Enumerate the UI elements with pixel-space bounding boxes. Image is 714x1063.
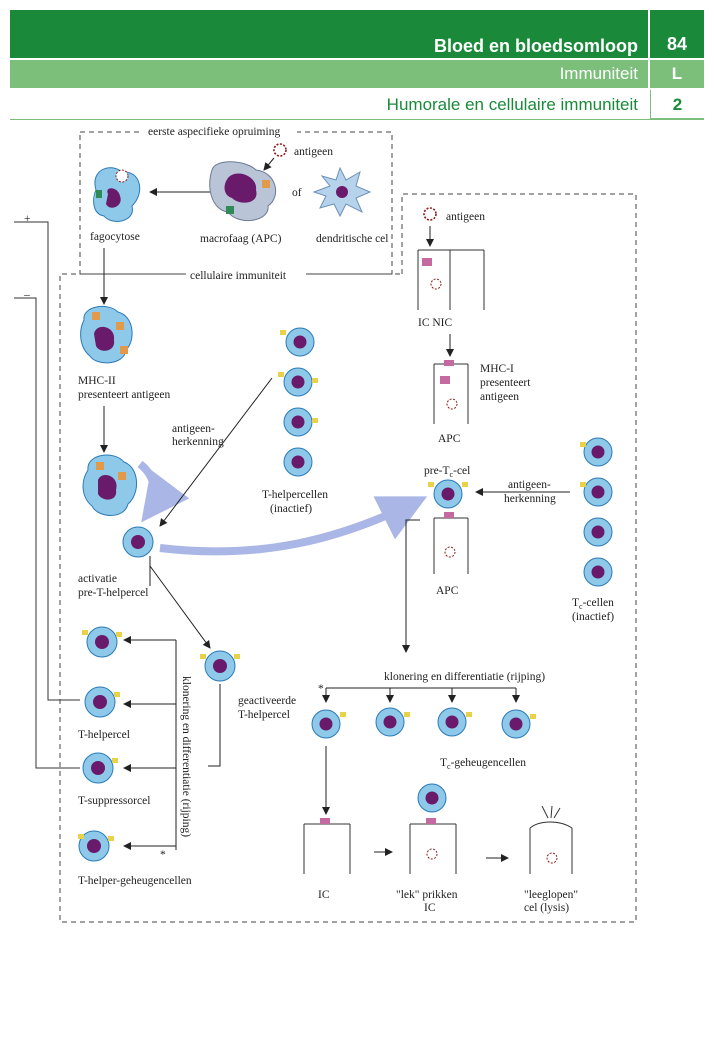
section-title: Immuniteit bbox=[559, 64, 638, 83]
topic-number: 2 bbox=[650, 90, 704, 120]
fagocyte-cell bbox=[93, 167, 141, 222]
leeglopen-label-2: cel (lysis) bbox=[524, 902, 569, 914]
mhc1-label-1: MHC-I bbox=[480, 363, 514, 375]
tsuppressor-cell bbox=[82, 752, 118, 784]
antigen-icon-top bbox=[273, 143, 287, 157]
header-divider bbox=[10, 119, 650, 120]
lek-label-1: "lek" prikken bbox=[396, 889, 458, 901]
tc-label: Tc-cellen bbox=[572, 597, 614, 611]
lek-prikken-cell bbox=[409, 783, 457, 874]
herkenning2-label-1: antigeen- bbox=[508, 479, 551, 491]
pretc-label: pre-Tc-cel bbox=[424, 465, 470, 479]
geactiveerde-label-2: T-helpercel bbox=[238, 709, 290, 721]
antigeen-right-label: antigeen bbox=[446, 211, 485, 223]
apc2-label: APC bbox=[436, 585, 459, 597]
thgeheugen-label: T-helper-geheugencellen bbox=[78, 875, 192, 887]
thelper-cell bbox=[82, 626, 122, 718]
mhc2-label-2: presenteert antigeen bbox=[78, 389, 171, 401]
pretc-cell bbox=[428, 479, 468, 509]
star-left: * bbox=[160, 849, 166, 861]
mhc1-label-2: presenteert bbox=[480, 377, 531, 389]
section-letter: L bbox=[650, 60, 704, 88]
topic-bar: Humorale en cellulaire immuniteit bbox=[10, 90, 648, 120]
activatie-label-2: pre-T-helpercel bbox=[78, 587, 148, 599]
ic-cell-bottom bbox=[303, 818, 351, 874]
tc-inactive-cells bbox=[580, 437, 613, 587]
activatie-label-1: activatie bbox=[78, 573, 117, 585]
herkenning1-label-1: antigeen- bbox=[172, 423, 215, 435]
section-bar: Immuniteit bbox=[10, 60, 648, 88]
leeglopen-label-1: "leeglopen" bbox=[524, 889, 578, 901]
thelpercel-label: T-helpercel bbox=[78, 729, 130, 741]
chapter-title: Bloed en bloedsomloop bbox=[433, 36, 638, 56]
thelper-memory-cell bbox=[78, 830, 114, 862]
th-inactief-label-1: T-helpercellen bbox=[262, 489, 328, 501]
cellular-box bbox=[59, 193, 637, 923]
ic-label: IC bbox=[318, 889, 330, 901]
mhc2-label-1: MHC-II bbox=[78, 375, 116, 387]
plus-sign: + bbox=[24, 213, 31, 225]
tc-cloning-bracket bbox=[322, 687, 520, 703]
chapter-bar: Bloed en bloedsomloop bbox=[10, 10, 648, 58]
antigeen-top-label: antigeen bbox=[294, 146, 333, 158]
ic-nic-label: IC NIC bbox=[418, 317, 453, 329]
chapter-number: 84 bbox=[650, 10, 704, 58]
herkenning1-label-2: herkenning bbox=[172, 436, 224, 448]
apc1-label: APC bbox=[438, 433, 461, 445]
geactiveerde-label-1: geactiveerde bbox=[238, 695, 296, 707]
tc-geheugen-label: Tc-geheugencellen bbox=[440, 757, 526, 771]
macrofaag-label: macrofaag (APC) bbox=[200, 233, 282, 245]
mhc2-presenting-cell bbox=[80, 305, 133, 364]
topic-title: Humorale en cellulaire immuniteit bbox=[386, 95, 638, 114]
inactive-thelper-cells bbox=[278, 327, 318, 477]
apc2-cell bbox=[433, 512, 469, 574]
antigen-icon-right bbox=[423, 207, 437, 221]
tc-inactief-label: (inactief) bbox=[572, 611, 614, 623]
fagocytose-label: fagocytose bbox=[90, 231, 140, 243]
macrophage-cell bbox=[209, 161, 277, 222]
aspecific-box-title: eerste aspecifieke opruiming bbox=[148, 126, 280, 138]
klonering-h-label: klonering en differentiatie (rijping) bbox=[384, 671, 545, 683]
lek-label-2: IC bbox=[424, 902, 436, 914]
herkenning2-label-2: herkenning bbox=[504, 493, 556, 505]
dendritic-cell bbox=[312, 166, 372, 218]
klonering-vertical-label: klonering en differentiatie (rijping) bbox=[180, 676, 192, 837]
mhc1-apc-cell bbox=[433, 360, 469, 424]
mhc1-label-3: antigeen bbox=[480, 391, 519, 403]
activation-cell-complex bbox=[82, 454, 154, 558]
cellular-box-title: cellulaire immuniteit bbox=[190, 270, 287, 282]
of-label: of bbox=[292, 187, 302, 199]
feedback-lines bbox=[14, 221, 80, 769]
cloning-bracket bbox=[123, 636, 177, 850]
dendritisch-label: dendritische cel bbox=[316, 233, 388, 245]
activated-thelper-cell bbox=[200, 650, 240, 682]
lysis-cell bbox=[529, 805, 573, 874]
tsuppressor-label: T-suppressorcel bbox=[78, 795, 150, 807]
ic-nic-cells bbox=[417, 249, 485, 310]
th-inactief-label-2: (inactief) bbox=[270, 503, 312, 515]
star-right: * bbox=[318, 683, 324, 695]
tc-clone-cells bbox=[311, 707, 536, 739]
minus-sign: – bbox=[23, 289, 30, 301]
